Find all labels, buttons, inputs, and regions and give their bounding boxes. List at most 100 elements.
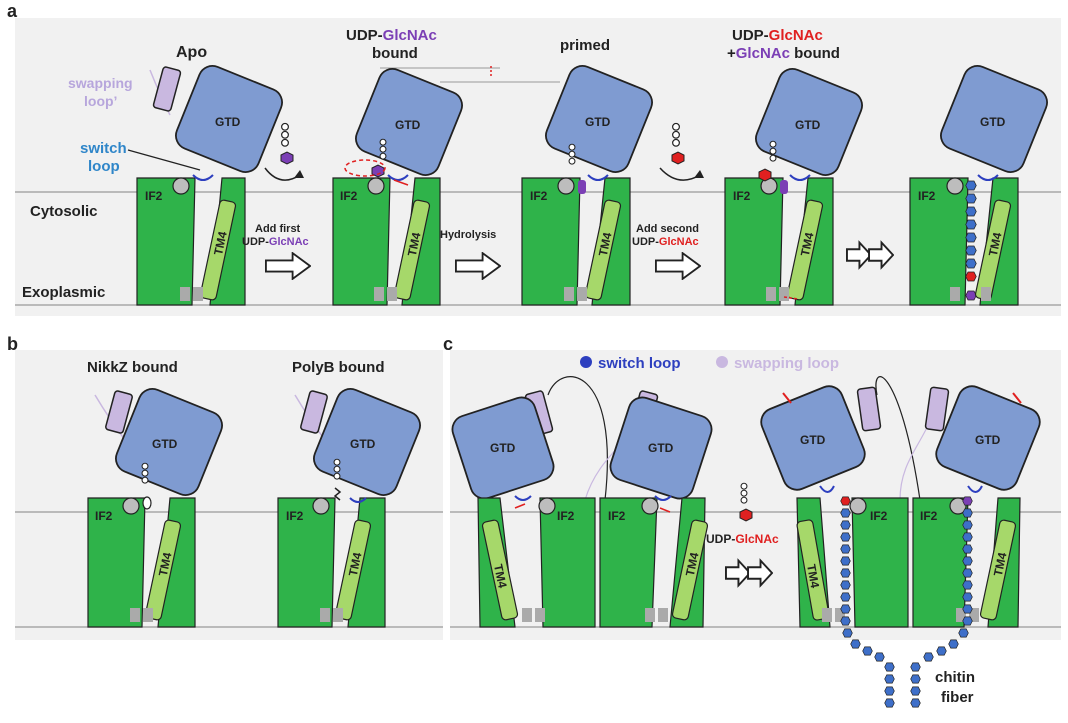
gray-block (143, 608, 153, 622)
if2-label: IF2 (918, 189, 936, 203)
movement-arrow (783, 296, 799, 300)
gtd-label: GTD (980, 115, 1006, 129)
step-hydrolysis: Hydrolysis (440, 229, 501, 280)
switch-loop (654, 495, 672, 501)
gray-block (645, 608, 655, 622)
gray-block (835, 608, 845, 622)
gate-residue (172, 177, 190, 195)
tm4-helix (584, 199, 622, 301)
gtd-label: GTD (395, 118, 421, 132)
gtd-domain (451, 396, 555, 500)
tm4-helix (671, 519, 709, 621)
add-second-udp: UDP-GlcNAc (632, 236, 699, 248)
step-add-second: Add second UDP-GlcNAc (632, 223, 701, 280)
gate-residue (949, 497, 967, 515)
second-bound-label: UDP-GlcNAc (732, 27, 823, 44)
exoplasmic-label: Exoplasmic (22, 284, 105, 301)
apo-label: Apo (176, 44, 207, 61)
panel-b-letter: b (7, 334, 18, 354)
switch-loop (977, 174, 999, 181)
dimer-right: GTD GTD IF2 IF2 TM4 TM4 (760, 376, 1041, 708)
gray-block (956, 608, 966, 622)
panel-c-letter: c (443, 334, 453, 354)
gtd-label: GTD (350, 437, 376, 451)
gray-block (320, 608, 330, 622)
gtd-domain (175, 65, 283, 173)
if2-label: IF2 (733, 189, 751, 203)
udp-ligand (769, 140, 777, 162)
switch-loop (789, 174, 811, 181)
transition-udp-label: UDP-GlcNAc (706, 532, 779, 546)
cytosolic-label: Cytosolic (30, 203, 98, 220)
movement-arrow (659, 507, 671, 513)
state-apo: Apo swapping loop’ switch loop GTD IF2 T… (68, 44, 304, 306)
if2-label: IF2 (870, 509, 888, 523)
if2-helix-block (277, 497, 336, 628)
gate-residue (849, 497, 867, 515)
gray-block (658, 608, 668, 622)
if2-helix-block (539, 497, 596, 628)
switch-loop-label-line1: switch (80, 140, 127, 157)
polyb-label: PolyB bound (292, 359, 385, 376)
switch-loop-label-line2: loop (88, 158, 120, 175)
swapping-loop-label-line1: swapping (68, 75, 133, 91)
gate-residue (538, 497, 556, 515)
udp-bound-label: UDP-GlcNAc (346, 27, 437, 44)
crossing-loop (875, 376, 921, 501)
legend-swapping-loop: swapping loop (734, 355, 839, 372)
gtd-label: GTD (975, 433, 1001, 447)
if2-helix-block (136, 177, 196, 306)
gtd-label: GTD (800, 433, 826, 447)
gray-block (577, 287, 587, 301)
tm4-label: TM4 (211, 230, 230, 257)
gtd-label: GTD (585, 115, 611, 129)
dimer-left: GTD GTD IF2 IF2 TM4 TM4 (451, 376, 713, 628)
switch-loop (349, 497, 367, 503)
gray-block (193, 287, 203, 301)
if2-label: IF2 (530, 189, 548, 203)
switch-loop (967, 485, 983, 493)
legend: switch loop swapping loop (580, 355, 839, 372)
tm4-helix (199, 199, 237, 301)
rotation-indicator (344, 159, 386, 177)
binding-arrowhead (694, 170, 704, 178)
if2-helix-block (851, 497, 909, 628)
panel-a-letter: a (7, 1, 18, 21)
tm4-label: TM4 (986, 231, 1005, 258)
switch-loop (819, 485, 835, 493)
tm4-label: TM4 (405, 231, 424, 258)
state-udp-glcnac-bound: UDP-GlcNAc bound GTD IF2 TM4 (332, 27, 560, 306)
if2-helix-block (521, 177, 581, 306)
udp-glcnac-ligand (379, 138, 387, 160)
tm4-label: TM4 (804, 563, 822, 589)
switch-loop-pointer (127, 149, 201, 171)
switch-loop (514, 495, 532, 501)
gray-block (180, 287, 190, 301)
swapping-loop-helix (152, 66, 182, 112)
gray-block (130, 608, 140, 622)
nikkz-ring (142, 496, 152, 510)
movement-arrow (393, 179, 409, 186)
state-primed: primed GTD IF2 TM4 (521, 37, 704, 306)
gtd-label: GTD (215, 115, 241, 129)
if2-helix-block (599, 497, 658, 628)
gray-block (564, 287, 574, 301)
if2-label: IF2 (340, 189, 358, 203)
panel-a: a Cytosolic Exoplasmic Apo swapping loop… (7, 1, 1061, 316)
gray-block (522, 608, 532, 622)
polyb-ligand (333, 458, 341, 480)
gray-block (779, 287, 789, 301)
swapping-loop-helix (924, 386, 950, 432)
if2-label: IF2 (145, 189, 163, 203)
tm4-helix (979, 519, 1017, 621)
gtd-label: GTD (152, 437, 178, 451)
crossing-loop (547, 376, 608, 501)
legend-switch-dot (580, 356, 592, 368)
udp-glcnac-ligand (280, 122, 294, 165)
gray-block (333, 608, 343, 622)
gtd-label: GTD (795, 118, 821, 132)
primed-label: primed (560, 37, 610, 54)
gray-block (981, 287, 991, 301)
if2-helix-block (912, 497, 969, 628)
polyb-chain (333, 487, 342, 501)
